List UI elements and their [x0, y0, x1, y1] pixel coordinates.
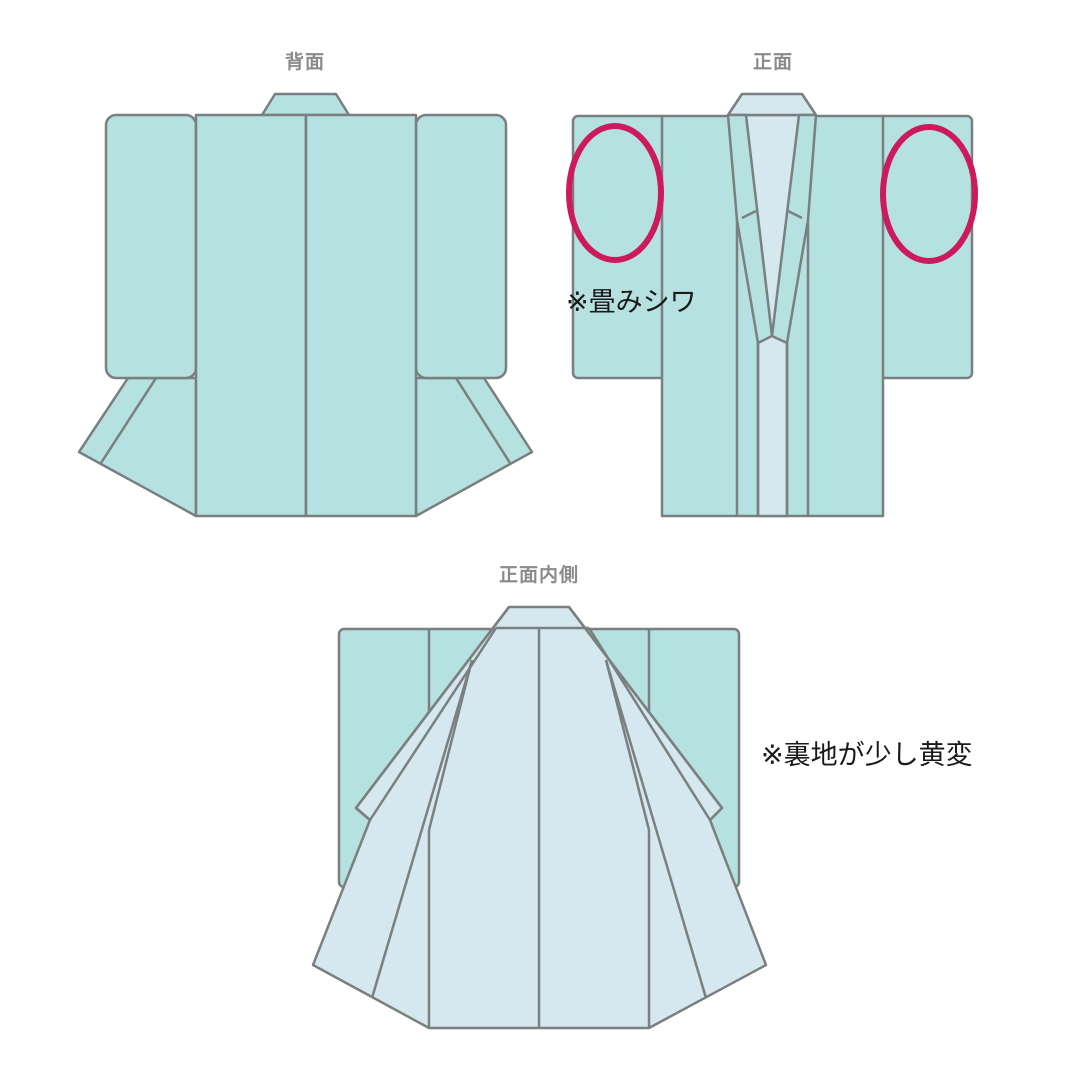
front-right-lapel: [770, 113, 818, 345]
front-collar-back: [726, 92, 818, 117]
back-right-skirt: [414, 376, 534, 518]
front-view: [571, 92, 974, 518]
back-left-skirt: [77, 376, 198, 518]
folding-wrinkles-note: ※畳みシワ: [566, 287, 697, 318]
front-left-lapel: [726, 113, 774, 345]
back-left-sleeve: [104, 113, 198, 380]
back-view-label: 背面: [284, 51, 326, 73]
back-right-sleeve: [414, 113, 508, 380]
back-body-left: [194, 113, 308, 518]
wrinkle-highlight-left: [566, 123, 664, 263]
back-view: [77, 92, 534, 518]
wrinkle-highlight-right: [880, 124, 978, 264]
inner-view-label: 正面内側: [498, 564, 580, 586]
back-body-right: [304, 113, 418, 518]
front-view-label: 正面: [752, 51, 794, 73]
back-collar: [260, 92, 351, 117]
lining-yellowing-note: ※裏地が少し黄変: [761, 740, 973, 771]
inner-view: [311, 605, 768, 1030]
